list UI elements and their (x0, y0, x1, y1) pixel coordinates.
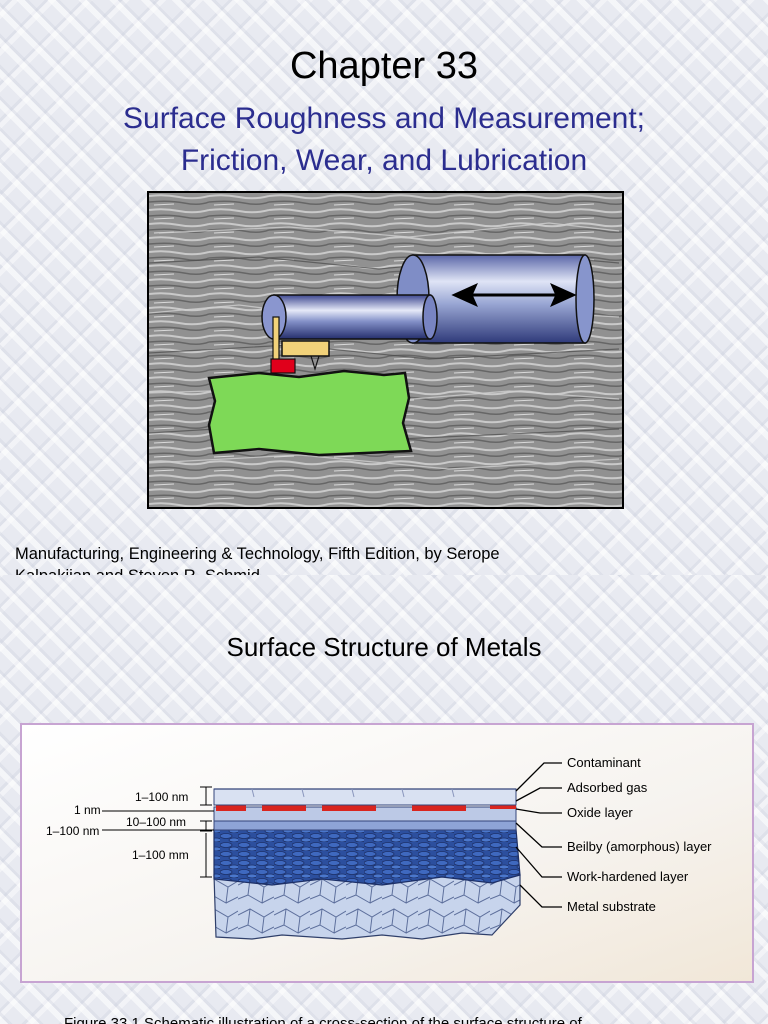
stylus-tip (270, 358, 296, 374)
metal-substrate (213, 874, 521, 940)
dim-left-1: 1 nm (74, 803, 101, 817)
credit-line-1: Manufacturing, Engineering & Technology,… (15, 545, 500, 563)
stylus-arm (273, 294, 431, 340)
profilometer-illustration (147, 191, 624, 509)
label-metal-substrate: Metal substrate (567, 899, 656, 914)
contaminant-layer (213, 788, 517, 806)
label-work-hardened-layer: Work-hardened layer (567, 869, 689, 884)
slide-title: Surface Structure of Metals (226, 632, 542, 662)
label-adsorbed-gas: Adsorbed gas (567, 780, 648, 795)
chapter-subtitle: Surface Roughness and Measurement; Frict… (0, 98, 768, 182)
layer-labels: Contaminant Adsorbed gas Oxide layer Bei… (567, 755, 712, 914)
surface-structure-slide: Surface Structure of Metals (0, 575, 768, 1024)
chapter-title: Chapter 33 (289, 45, 478, 87)
surface-structure-figure: Contaminant Adsorbed gas Oxide layer Bei… (20, 723, 754, 983)
sem-surface-background (149, 193, 622, 507)
subtitle-line-2: Friction, Wear, and Lubrication (180, 144, 588, 177)
book-credit: Manufacturing, Engineering & Technology,… (15, 543, 755, 575)
dim-right-2: 10–100 nm (126, 815, 186, 829)
dim-right-1: 1–100 nm (135, 790, 188, 804)
workpiece (207, 369, 413, 457)
subtitle-line-1: Surface Roughness and Measurement; (123, 102, 645, 135)
dim-right-3: 1–100 mm (132, 848, 189, 862)
label-beilby-layer: Beilby (amorphous) layer (567, 839, 712, 854)
label-contaminant: Contaminant (567, 755, 641, 770)
credit-line-2: Kalpakjian and Steven R. Schmid (15, 565, 755, 575)
work-hardened-layer (213, 828, 521, 886)
dimension-labels: 1–100 nm 10–100 nm 1–100 mm 1 nm 1–100 n… (46, 790, 189, 862)
oxide-highlights (216, 803, 516, 811)
figure-caption: Figure 33.1 Schematic illustration of a … (64, 1015, 582, 1024)
beilby-layer (213, 820, 517, 831)
dim-left-2: 1–100 nm (46, 824, 99, 838)
label-oxide-layer: Oxide layer (567, 805, 633, 820)
stylus-holder (281, 340, 330, 357)
title-slide: Chapter 33 Surface Roughness and Measure… (0, 0, 768, 575)
double-arrow-icon (451, 283, 577, 307)
